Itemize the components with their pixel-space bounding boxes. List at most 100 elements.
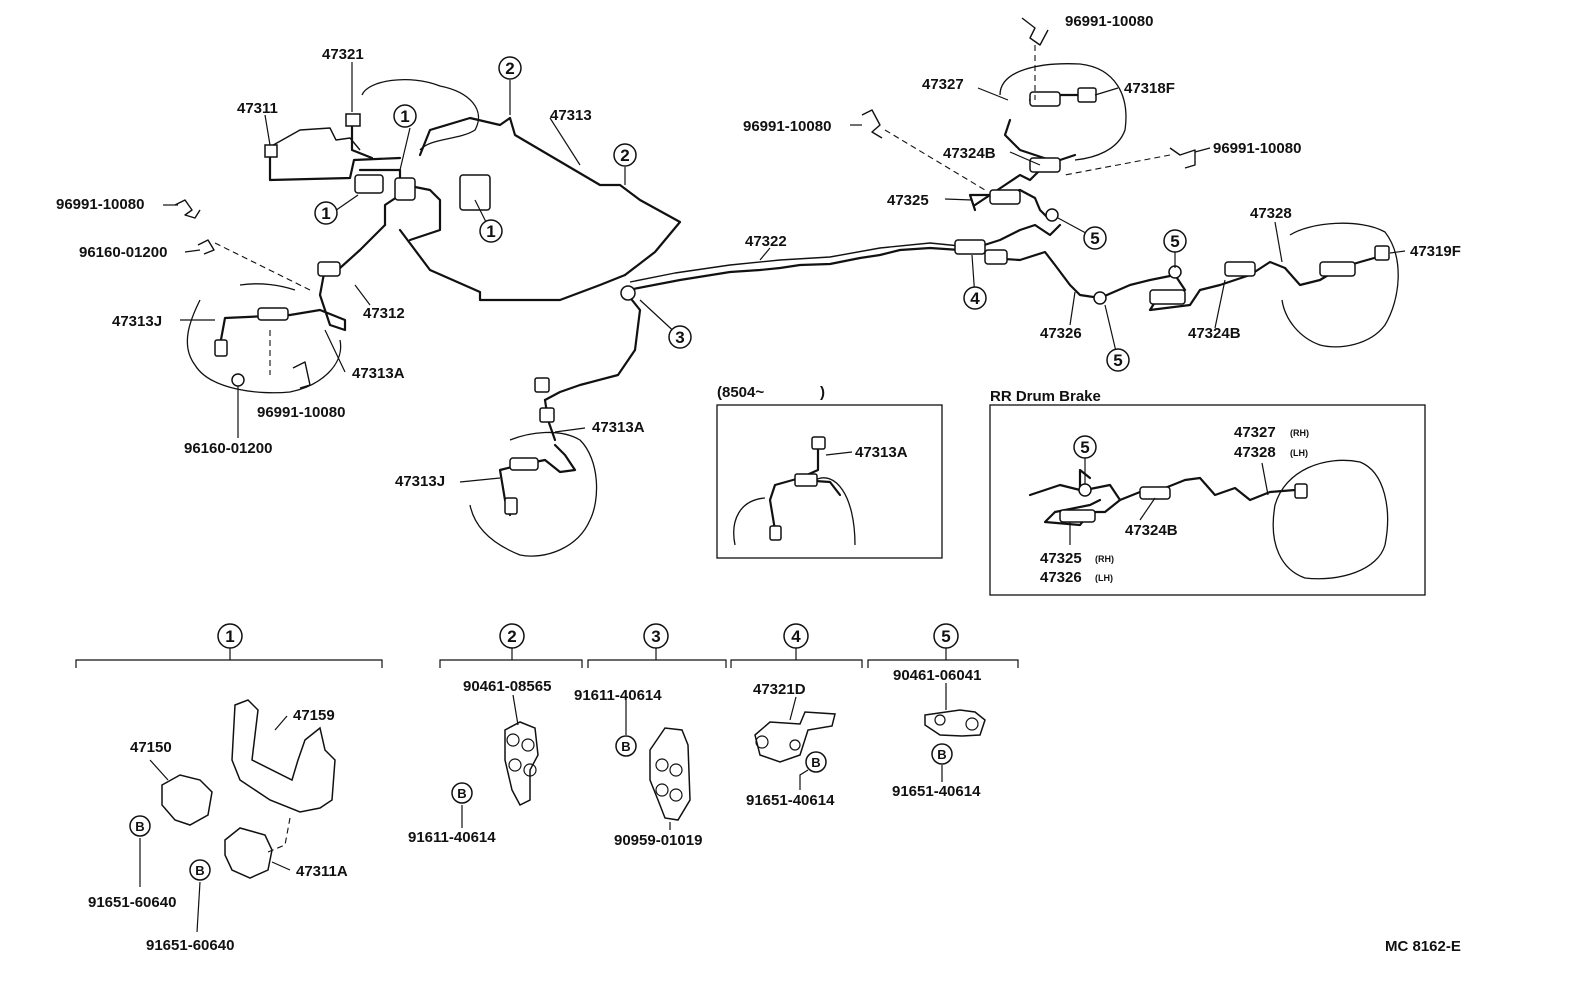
- group-4-marker: 4: [783, 623, 809, 649]
- reference-markers: 1 1 1 2 2 3 4 5 5 5: [314, 56, 1187, 372]
- label-47313a-a: 47313A: [352, 365, 405, 382]
- svg-text:B: B: [195, 863, 204, 878]
- drum-label-lh2: (LH): [1095, 573, 1113, 583]
- svg-text:3: 3: [675, 328, 684, 347]
- label-47322: 47322: [745, 233, 787, 250]
- group-2-marker: 2: [499, 623, 525, 649]
- ref-marker-2: 2: [613, 143, 637, 167]
- label-96991-d: 96991-10080: [743, 118, 831, 135]
- ref-marker-5: 5: [1083, 226, 1107, 250]
- ref-marker-5: 5: [1073, 435, 1097, 459]
- label-91651-40614-g5: 91651-40614: [892, 783, 981, 800]
- junction-point: [620, 285, 636, 301]
- drum-label-rh2: (RH): [1095, 554, 1114, 564]
- group-3-marker: 3: [643, 623, 669, 649]
- clamp-90959-01019: [649, 727, 691, 821]
- ref-marker-1: 1: [314, 201, 338, 225]
- svg-text:1: 1: [321, 204, 330, 223]
- valve-47150: [161, 774, 213, 826]
- backing-plates: [186, 63, 1399, 557]
- group-5-bolt-marker: B: [931, 743, 953, 765]
- label-47311: 47311: [237, 100, 278, 117]
- drum-label-47326: 47326: [1040, 569, 1082, 586]
- inset-8504-part-label: 47313A: [855, 444, 908, 461]
- drum-label-47328: 47328: [1234, 444, 1276, 461]
- fittings: [214, 87, 1390, 515]
- label-91611-40614-g2: 91611-40614: [408, 829, 496, 846]
- group-4-bolt-marker: B: [805, 751, 827, 773]
- drum-label-47325: 47325: [1040, 550, 1082, 567]
- proportioning-valve: [354, 174, 384, 194]
- ref-marker-1: 1: [393, 104, 417, 128]
- svg-text:2: 2: [507, 627, 516, 646]
- label-47319f: 47319F: [1410, 243, 1461, 260]
- ref-marker-4: 4: [963, 286, 987, 310]
- svg-text:5: 5: [941, 627, 950, 646]
- label-96991-e: 96991-10080: [1213, 140, 1301, 157]
- inset-8504: (8504~ ) 47313A: [716, 384, 943, 559]
- svg-text:5: 5: [1080, 438, 1089, 457]
- group-2: 2 B 90461-08565 91611-40614: [408, 623, 583, 846]
- ref-marker-5: 5: [1163, 229, 1187, 253]
- fitting-47311a: [224, 827, 273, 879]
- ref-marker-2: 2: [498, 56, 522, 80]
- ref-marker-1: 1: [479, 219, 503, 243]
- drum-label-47324b: 47324B: [1125, 522, 1178, 539]
- svg-text:1: 1: [486, 222, 495, 241]
- clip-icon: [197, 239, 215, 255]
- svg-text:2: 2: [505, 59, 514, 78]
- svg-text:B: B: [621, 739, 630, 754]
- label-90959-01019: 90959-01019: [614, 832, 702, 849]
- label-47321d: 47321D: [753, 681, 806, 698]
- svg-text:5: 5: [1090, 229, 1099, 248]
- label-47159: 47159: [293, 707, 335, 724]
- bracket: [459, 174, 491, 211]
- ref-marker-3: 3: [668, 325, 692, 349]
- inset-rr-drum-brake: RR Drum Brake 5 47327 (RH) 47328 (LH) 47…: [989, 388, 1426, 596]
- inset-8504-label-close: ): [820, 384, 825, 401]
- label-47313a-b: 47313A: [592, 419, 645, 436]
- label-47328: 47328: [1250, 205, 1292, 222]
- svg-text:4: 4: [970, 289, 980, 308]
- drum-label-lh: (LH): [1290, 448, 1308, 458]
- group-2-bolt-marker: B: [451, 782, 473, 804]
- drum-label-rh: (RH): [1290, 428, 1309, 438]
- clip-icon: [292, 361, 311, 389]
- clip-icon: [174, 199, 201, 219]
- label-47321: 47321: [322, 46, 364, 63]
- group-1-bolt-marker: B: [129, 815, 151, 837]
- label-47150: 47150: [130, 739, 172, 756]
- label-96991-c: 96991-10080: [1065, 13, 1153, 30]
- label-91651-40614-g4: 91651-40614: [746, 792, 835, 809]
- dashed-leaders: [214, 45, 1171, 375]
- group-4: 4 B 47321D 91651-40614: [730, 623, 863, 809]
- clip-icon: [1021, 17, 1049, 46]
- junction-47321d: [754, 711, 836, 763]
- svg-text:5: 5: [1113, 351, 1122, 370]
- clamp-90461-06041: [924, 709, 986, 737]
- label-47318f: 47318F: [1124, 80, 1175, 97]
- label-90461-06041: 90461-06041: [893, 667, 981, 684]
- brake-tube-network: [218, 79, 1387, 517]
- clip-icon: [861, 109, 883, 139]
- label-47325: 47325: [887, 192, 929, 209]
- svg-text:1: 1: [400, 107, 409, 126]
- label-47313j-a: 47313J: [112, 313, 162, 330]
- group-5: 5 B 90461-06041 91651-40614: [867, 623, 1019, 800]
- group-3: 3 B 91611-40614 90959-01019: [574, 623, 727, 849]
- svg-text:B: B: [457, 786, 466, 801]
- rr-drum-brake-title: RR Drum Brake: [990, 388, 1101, 405]
- bracket-47159: [231, 699, 336, 813]
- label-96991-a: 96991-10080: [56, 196, 144, 213]
- label-91651-60640-a: 91651-60640: [88, 894, 176, 911]
- svg-text:1: 1: [225, 627, 234, 646]
- label-47311a: 47311A: [296, 863, 348, 880]
- ref-marker-5: 5: [1106, 348, 1130, 372]
- label-96160-b: 96160-01200: [184, 440, 272, 457]
- group-1-bolt-marker: B: [189, 859, 211, 881]
- svg-text:4: 4: [791, 627, 801, 646]
- svg-text:B: B: [135, 819, 144, 834]
- svg-text:3: 3: [651, 627, 660, 646]
- label-47313j-b: 47313J: [395, 473, 445, 490]
- clip-icon: [1169, 147, 1196, 169]
